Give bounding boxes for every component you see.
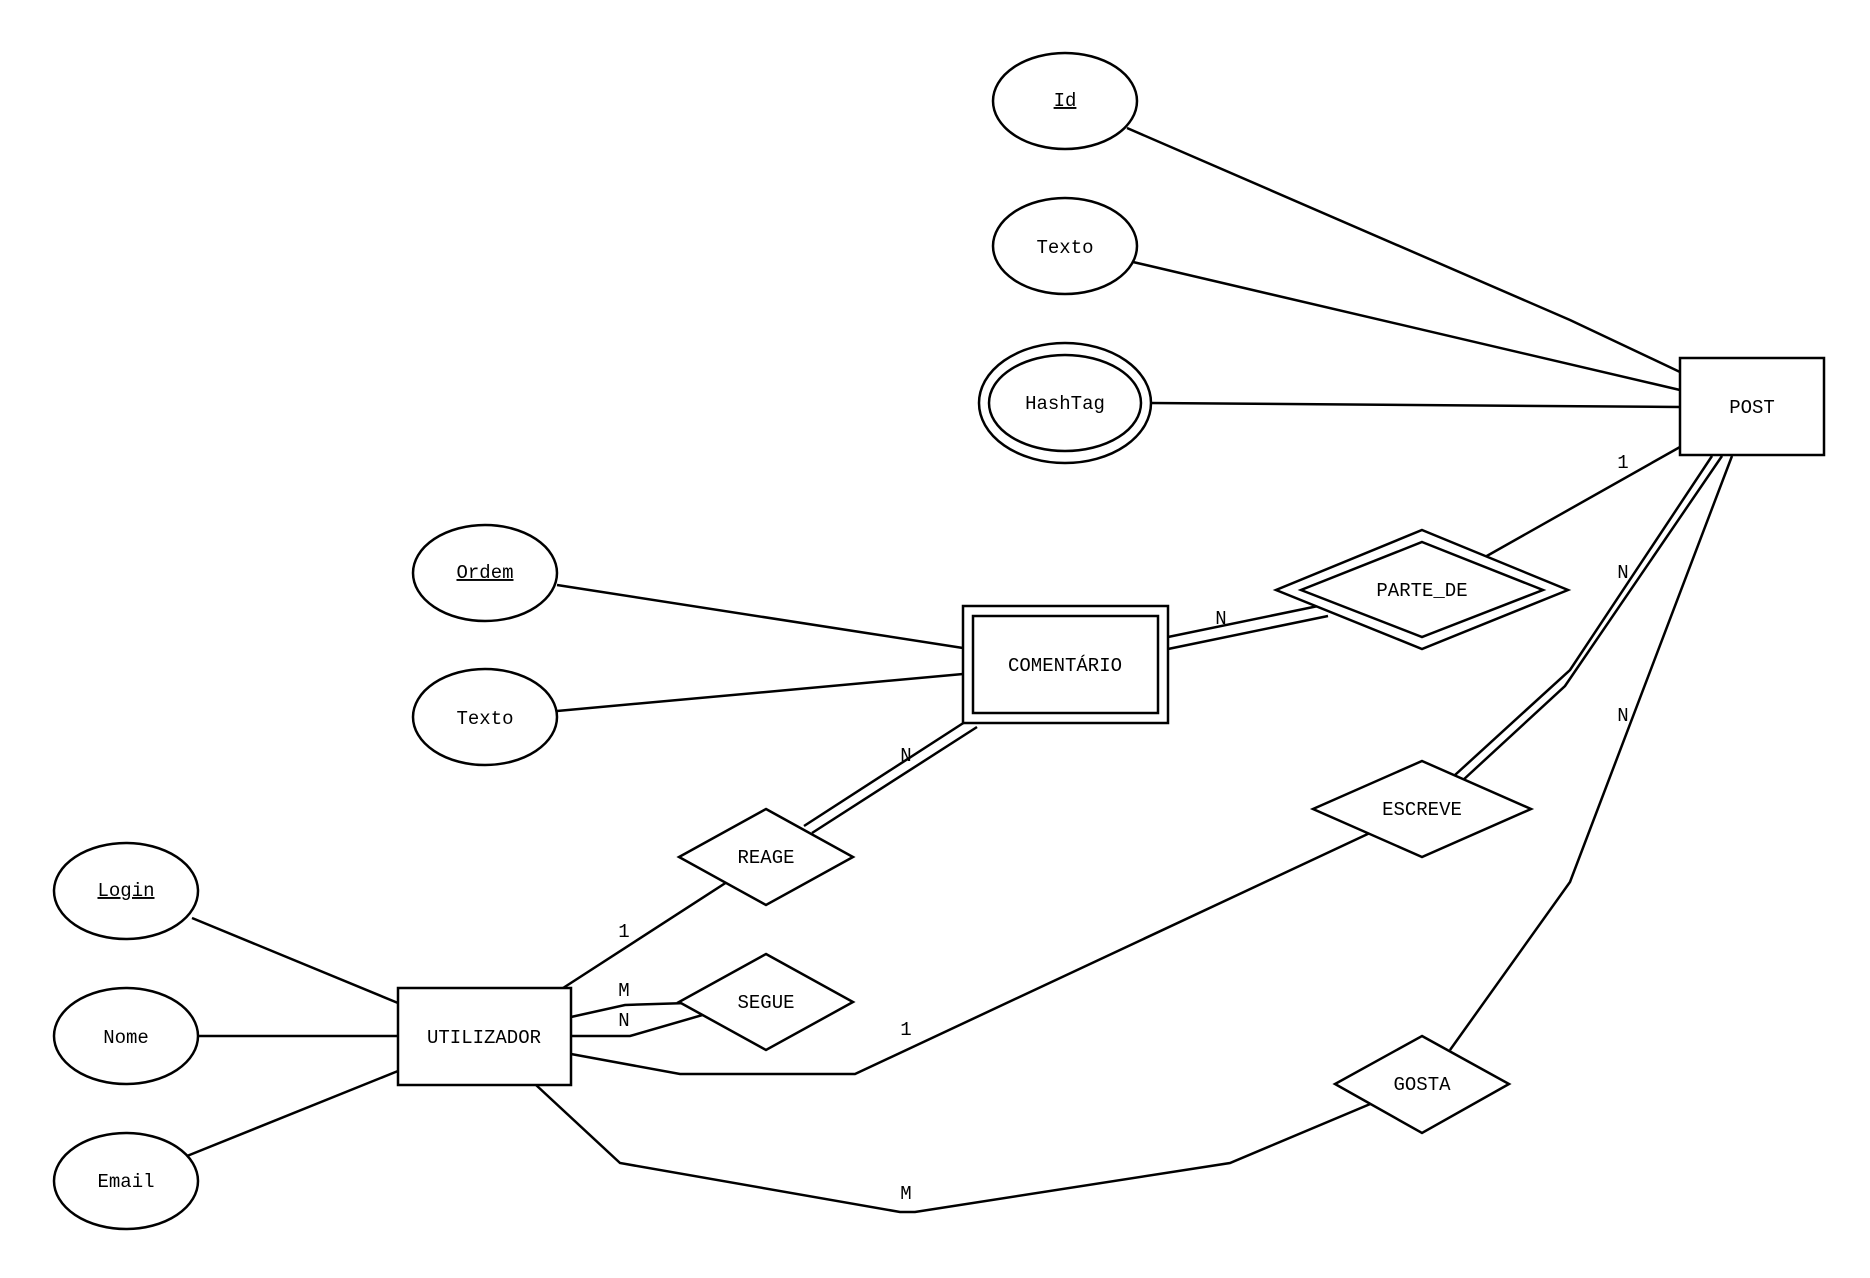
connectors <box>186 126 1734 1214</box>
entity-post-label: POST <box>1729 397 1775 419</box>
line-utilizador-escreve <box>570 830 1373 1076</box>
line-parte-de-comentario-2 <box>1167 614 1329 651</box>
entity-comentario-inner-box <box>971 614 1160 715</box>
entity-comentario-label: COMENTÁRIO <box>1008 655 1122 677</box>
cardinality-gosta-utilizador: M <box>900 1183 911 1205</box>
attribute-post-hashtag-label: HashTag <box>1025 393 1105 415</box>
line-post-escreve-1 <box>1454 455 1714 776</box>
attribute-utilizador-email-shape <box>52 1131 200 1231</box>
line-post-hashtag <box>1149 401 1681 409</box>
relationship-parte-de-label: PARTE_DE <box>1376 580 1467 602</box>
attribute-post-id-label: Id <box>1054 90 1077 112</box>
entity-post: POST <box>1678 356 1826 457</box>
relationship-escreve-shape <box>1309 759 1535 859</box>
relationship-reage-shape <box>676 807 856 907</box>
attribute-post-hashtag-inner <box>987 353 1143 453</box>
line-utilizador-login <box>191 916 399 1005</box>
attribute-utilizador-nome-shape <box>52 986 200 1086</box>
cardinality-escreve-utilizador: 1 <box>900 1019 911 1041</box>
cardinality-reage-utilizador: 1 <box>618 921 629 943</box>
relationship-gosta-label: GOSTA <box>1393 1074 1451 1096</box>
line-post-id <box>1126 126 1681 374</box>
attribute-post-hashtag: HashTag <box>977 341 1153 465</box>
attribute-post-texto: Texto <box>991 196 1139 296</box>
attribute-utilizador-nome: Nome <box>52 986 200 1086</box>
attribute-post-id-shape <box>991 51 1139 151</box>
attribute-comentario-ordem-shape <box>411 523 559 623</box>
entity-utilizador-label: UTILIZADOR <box>427 1027 541 1049</box>
relationship-parte-de-inner <box>1297 540 1547 639</box>
relationship-gosta-shape <box>1332 1034 1512 1135</box>
attribute-utilizador-email-label: Email <box>97 1171 154 1193</box>
cardinality-segue-n: N <box>618 1010 629 1032</box>
attribute-comentario-texto-label: Texto <box>456 708 513 730</box>
cardinality-escreve-post: N <box>1617 562 1628 584</box>
attribute-comentario-ordem-label: Ordem <box>456 562 513 584</box>
relationship-segue: SEGUE <box>676 952 856 1052</box>
entity-comentario: COMENTÁRIO <box>961 604 1170 725</box>
attribute-comentario-texto: Texto <box>411 667 559 767</box>
attribute-post-id: Id <box>991 51 1139 151</box>
line-post-texto <box>1132 260 1681 392</box>
attribute-utilizador-login-shape <box>52 841 200 941</box>
line-parte-de-comentario-1 <box>1167 603 1324 639</box>
relationship-parte-de: PARTE_DE <box>1272 528 1572 651</box>
line-reage-utilizador <box>559 880 728 992</box>
line-segue-n <box>571 1012 707 1038</box>
relationship-escreve: ESCREVE <box>1309 759 1535 859</box>
entity-utilizador: UTILIZADOR <box>396 986 573 1087</box>
line-utilizador-gosta <box>535 1084 1376 1214</box>
line-post-parte-de <box>1484 445 1681 559</box>
attribute-utilizador-login-label: Login <box>97 880 154 902</box>
line-comentario-reage-2 <box>811 725 978 835</box>
line-comentario-texto <box>556 672 964 713</box>
relationship-gosta: GOSTA <box>1332 1034 1512 1135</box>
cardinalities: 1 N N 1 N M N 1 M N <box>618 452 1628 1205</box>
attribute-comentario-texto-shape <box>411 667 559 767</box>
line-comentario-ordem <box>556 583 964 650</box>
cardinality-segue-m: M <box>618 980 629 1002</box>
relationship-reage: REAGE <box>676 807 856 907</box>
cardinality-parte-de-comentario: N <box>1215 608 1226 630</box>
entity-utilizador-box <box>396 986 573 1087</box>
attribute-comentario-ordem: Ordem <box>411 523 559 623</box>
relationship-segue-label: SEGUE <box>737 992 794 1014</box>
cardinality-reage-comentario: N <box>900 745 911 767</box>
line-post-gosta <box>1448 455 1734 1051</box>
line-utilizador-email <box>186 1069 399 1158</box>
attribute-utilizador-login: Login <box>52 841 200 941</box>
cardinality-parte-de-post: 1 <box>1617 452 1628 474</box>
relationship-escreve-label: ESCREVE <box>1382 799 1462 821</box>
attribute-post-texto-label: Texto <box>1036 237 1093 259</box>
line-comentario-reage-1 <box>803 718 969 828</box>
line-segue-m <box>570 1001 689 1019</box>
attribute-utilizador-nome-label: Nome <box>103 1027 149 1049</box>
relationship-reage-label: REAGE <box>737 847 794 869</box>
cardinality-gosta-post: N <box>1617 705 1628 727</box>
attribute-post-texto-shape <box>991 196 1139 296</box>
relationship-segue-shape <box>676 952 856 1052</box>
entity-post-box <box>1678 356 1826 457</box>
attribute-utilizador-email: Email <box>52 1131 200 1231</box>
line-post-escreve-2 <box>1461 455 1724 782</box>
